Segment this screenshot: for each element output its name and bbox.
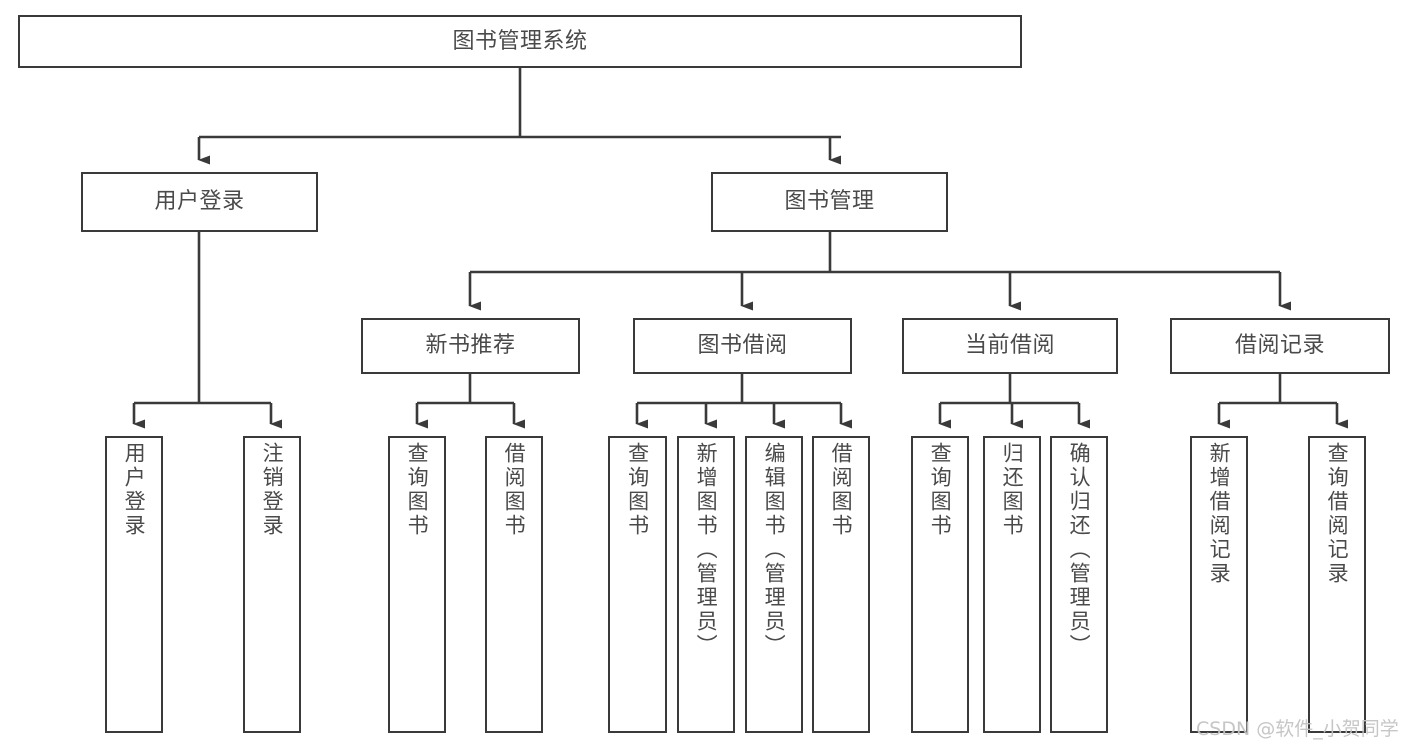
node-label: 新增借阅记录 — [1207, 442, 1232, 586]
node-leaf-4[interactable]: 借阅图书 — [485, 436, 543, 733]
node-leaf-3[interactable]: 查询图书 — [388, 436, 446, 733]
node-label: 当前借阅 — [964, 333, 1055, 359]
node-level3-3[interactable]: 当前借阅 — [902, 318, 1118, 374]
node-label: 图书借阅 — [697, 333, 788, 359]
node-leaf-8[interactable]: 借阅图书 — [812, 436, 870, 733]
node-leaf-1[interactable]: 用户登录 — [105, 436, 163, 733]
node-leaf-9[interactable]: 查询图书 — [911, 436, 969, 733]
node-leaf-6[interactable]: 新增图书（管理员） — [677, 436, 735, 733]
node-label: 图书管理 — [784, 189, 875, 215]
node-leaf-11[interactable]: 确认归还（管理员） — [1050, 436, 1108, 733]
node-leaf-13[interactable]: 查询借阅记录 — [1308, 436, 1366, 733]
node-label: 图书管理系统 — [452, 28, 588, 54]
node-label: 查询借阅记录 — [1325, 442, 1350, 586]
node-level2-2[interactable]: 图书管理 — [711, 172, 948, 232]
node-leaf-5[interactable]: 查询图书 — [608, 436, 667, 733]
node-label: 注销登录 — [260, 442, 285, 538]
node-label: 借阅图书 — [829, 442, 854, 538]
node-label: 查询图书 — [405, 442, 430, 538]
node-level2-1[interactable]: 用户登录 — [81, 172, 318, 232]
node-level3-1[interactable]: 新书推荐 — [361, 318, 580, 374]
node-level3-2[interactable]: 图书借阅 — [633, 318, 852, 374]
node-label: 新书推荐 — [425, 333, 516, 359]
node-root[interactable]: 图书管理系统 — [18, 15, 1022, 68]
node-leaf-12[interactable]: 新增借阅记录 — [1190, 436, 1248, 733]
node-label: 查询图书 — [928, 442, 953, 538]
node-label: 借阅记录 — [1234, 333, 1325, 359]
node-label: 查询图书 — [625, 442, 650, 538]
node-label: 新增图书（管理员） — [694, 442, 719, 658]
node-label: 用户登录 — [122, 442, 147, 538]
node-leaf-7[interactable]: 编辑图书（管理员） — [745, 436, 803, 733]
watermark: CSDN @软件_小贺同学 — [1196, 718, 1399, 740]
node-label: 借阅图书 — [502, 442, 527, 538]
node-leaf-10[interactable]: 归还图书 — [983, 436, 1041, 733]
node-label: 归还图书 — [1000, 442, 1025, 538]
node-level3-4[interactable]: 借阅记录 — [1170, 318, 1390, 374]
node-label: 确认归还（管理员） — [1067, 442, 1092, 658]
node-leaf-2[interactable]: 注销登录 — [243, 436, 301, 733]
node-label: 用户登录 — [154, 189, 245, 215]
node-label: 编辑图书（管理员） — [762, 442, 787, 658]
